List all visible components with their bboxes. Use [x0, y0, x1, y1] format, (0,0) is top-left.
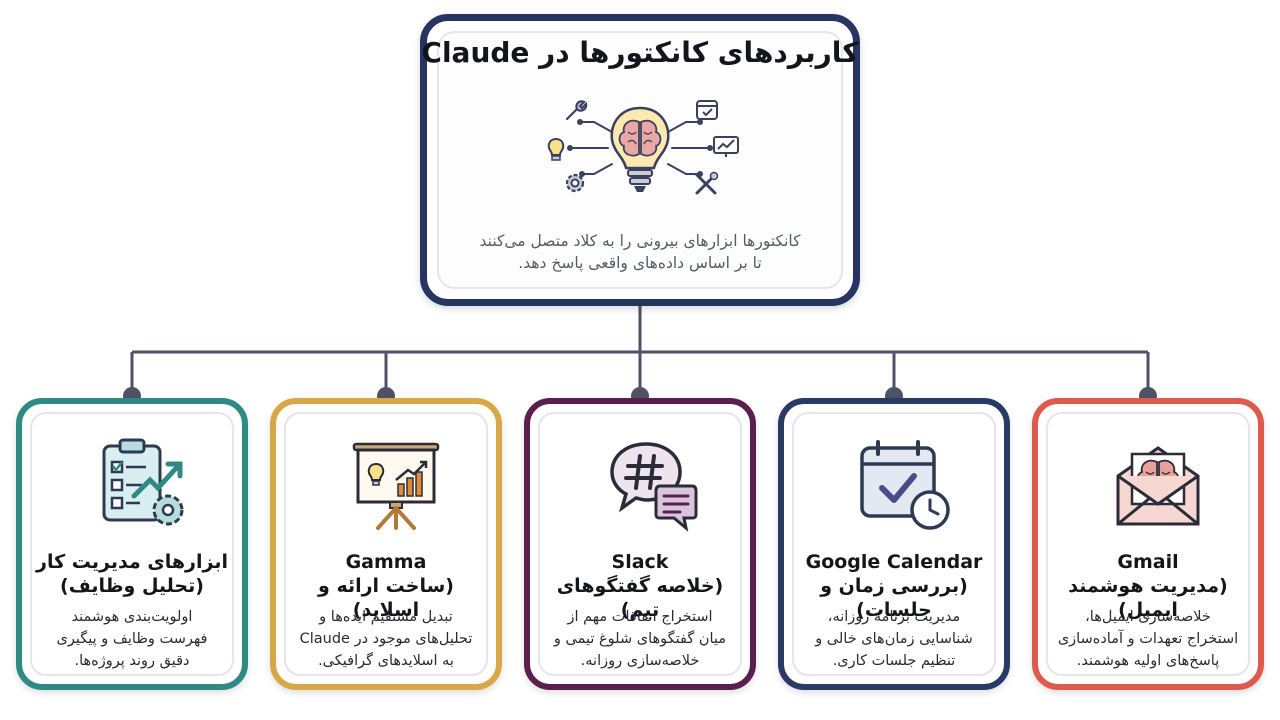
card-gamma: Gamma (ساخت ارائه و اسلاید) تبدیل مستقیم…: [270, 398, 502, 690]
card-title: Google Calendar: [805, 551, 983, 573]
card-google-calendar: Google Calendar (بررسی زمان و جلسات) مدی…: [778, 398, 1010, 690]
card-title: Gmail: [1117, 551, 1179, 573]
card-inner: ابزارهای مدیریت کار (تحلیل وظایف) اولویت…: [30, 412, 234, 676]
wrench-icon: [565, 100, 588, 121]
card-inner: Gmail (مدیریت هوشمند ایمیل) خلاصه‌سازی ا…: [1046, 412, 1250, 676]
calendar-clock-icon: [860, 440, 950, 530]
chart-monitor-icon: [713, 136, 739, 157]
card-inner: Slack (خلاصه گفتگوهای تیم) استخراج اتفاق…: [538, 412, 742, 676]
card-inner: Google Calendar (بررسی زمان و جلسات) مدی…: [792, 412, 996, 676]
envelope-brain-icon: [1116, 446, 1200, 526]
card-subtitle: (بررسی زمان و جلسات): [820, 575, 968, 621]
card-gmail: Gmail (مدیریت هوشمند ایمیل) خلاصه‌سازی ا…: [1032, 398, 1264, 690]
card-subtitle: (مدیریت هوشمند ایمیل): [1068, 575, 1228, 621]
presentation-board-icon: [352, 442, 440, 530]
gear-icon: [565, 173, 585, 193]
clipboard-gear-icon: [102, 438, 184, 526]
card-description: خلاصه‌سازی ایمیل‌ها، استخراج تعهدات و آم…: [1057, 609, 1239, 669]
card-inner: Gamma (ساخت ارائه و اسلاید) تبدیل مستقیم…: [284, 412, 488, 676]
chat-hash-icon: [610, 442, 698, 532]
brain-bulb-hub-icon: [567, 106, 713, 192]
page-title: کاربردهای کانکتورها در Claude: [421, 36, 859, 69]
card-description: اولویت‌بندی هوشمند فهرست وظایف و پیگیری …: [56, 609, 208, 669]
calendar-check-icon: [696, 100, 718, 120]
card-title: Slack: [611, 551, 669, 573]
card-subtitle: (ساخت ارائه و اسلاید): [318, 575, 454, 621]
card-description: استخراج اتفاقات مهم از میان گفتگوهای شلو…: [553, 609, 727, 669]
card-subtitle: (خلاصه گفتگوهای تیم): [556, 575, 724, 621]
card-subtitle: (تحلیل وظایف): [60, 575, 204, 597]
card-title: Gamma: [345, 551, 427, 573]
card-description: تبدیل مستقیم ایده‌ها و تحلیل‌های موجود د…: [299, 609, 473, 669]
card-slack: Slack (خلاصه گفتگوهای تیم) استخراج اتفاق…: [524, 398, 756, 690]
card-description: مدیریت برنامه روزانه، شناسایی زمان‌های خ…: [815, 609, 973, 669]
card-task-management: ابزارهای مدیریت کار (تحلیل وظایف) اولویت…: [16, 398, 248, 690]
header-description: کانکتورها ابزارهای بیرونی را به کلاد متص…: [479, 232, 801, 272]
lightbulb-icon: [547, 137, 565, 161]
tools-icon: [695, 171, 719, 195]
card-title: ابزارهای مدیریت کار: [36, 551, 228, 573]
